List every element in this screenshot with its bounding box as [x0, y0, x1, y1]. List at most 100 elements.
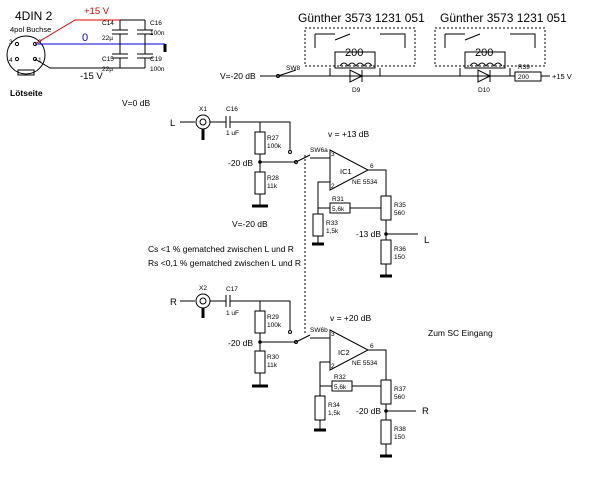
ic2-part: NE 5534	[352, 360, 378, 367]
r38-value: 150	[394, 434, 405, 441]
note-cs-match: Cs <1 % gematched zwischen L und R	[148, 244, 294, 254]
left-gain-label: v = +13 dB	[328, 129, 369, 139]
relay2-contacts	[444, 33, 536, 48]
r29-label: R29	[267, 314, 279, 321]
cap-c16	[137, 20, 153, 44]
r37-value: 560	[394, 394, 405, 401]
resistor-r34	[314, 395, 326, 421]
r28-label: R28	[267, 175, 279, 182]
c15-label: C15	[102, 56, 114, 63]
relay2-coil-value: 200	[475, 47, 493, 59]
left-channel: L X1 C16 1 uF R27 100k -20 dB R28 11k SW…	[170, 106, 429, 278]
cap-c14	[112, 20, 128, 44]
relay1-coil	[339, 62, 373, 67]
din-connector-body	[6, 35, 46, 75]
x2-label: X2	[199, 285, 207, 292]
supply-zero-label: 0	[82, 32, 88, 44]
din-pin-4-label: 4	[9, 57, 13, 64]
r32-value: 5,6k	[334, 384, 347, 391]
switch-sw6b	[260, 300, 330, 343]
c17-label: C17	[226, 286, 238, 293]
left-input-jack	[195, 114, 211, 130]
resistor-r36	[380, 239, 392, 265]
r28-value: 11k	[267, 183, 278, 190]
ic2-output-wire	[368, 349, 387, 380]
din-pin-2-label: 2	[38, 39, 42, 46]
din-pin-4	[14, 56, 20, 62]
relay1-box	[304, 27, 416, 67]
left-input-label: L	[170, 118, 175, 129]
r30-value: 11k	[267, 362, 278, 369]
cap-c16-left	[210, 116, 260, 128]
sw6a-contact	[288, 150, 292, 154]
ic1-feedback-wire	[317, 181, 386, 209]
right-output-label: R	[422, 406, 429, 417]
d10-label: D10	[478, 87, 490, 94]
sw6b-pivot	[294, 340, 298, 344]
sw6b-label: SW6b	[310, 327, 328, 334]
note-v0: V=0 dB	[122, 98, 150, 108]
relay1-coil-value: 200	[345, 47, 363, 59]
relay2-title: Günther 3573 1231 051	[440, 11, 567, 25]
r32-label: R32	[334, 374, 346, 381]
relay-supply-label: +15 V	[552, 72, 572, 81]
resistor-r33	[312, 213, 324, 237]
opamp-ic2	[329, 329, 370, 371]
sw8-pivot	[276, 74, 280, 78]
c17-value: 1 uF	[226, 310, 239, 317]
ic1-pin3: 3	[331, 151, 335, 158]
cap-c15	[112, 44, 128, 68]
resistor-r32	[331, 380, 353, 392]
c16-label: C16	[150, 20, 162, 27]
c15-value: 22µ	[102, 66, 113, 73]
din-pin-1	[32, 56, 38, 62]
r34-label: R34	[328, 402, 340, 409]
sw6b-contact	[288, 330, 292, 334]
resistor-r31	[329, 202, 351, 214]
switch-sw8	[260, 69, 300, 77]
ic1-output-wire	[368, 169, 387, 196]
r33-label: R33	[326, 220, 338, 227]
left-output-label: L	[424, 235, 429, 246]
c14-value: 22µ	[102, 35, 113, 42]
relay2-coil	[469, 62, 503, 67]
ic2-label: IC2	[338, 348, 350, 357]
ic2-pin2: 2	[331, 363, 335, 370]
switch-sw6a	[260, 121, 330, 163]
opamp-ic1	[329, 149, 370, 191]
din-pin-3-label: 3	[9, 39, 13, 46]
r39-label: R39	[518, 64, 530, 71]
c19-label: C19	[150, 56, 162, 63]
ic2-feedback-wire	[319, 361, 386, 387]
ic1-label: IC1	[340, 167, 352, 176]
sw6a-pivot	[294, 160, 298, 164]
supply-neg-wire	[34, 58, 120, 69]
din-pin-3	[14, 41, 20, 47]
connector-subtitle: 4pol Buchse	[10, 25, 51, 34]
x1-label: X1	[199, 106, 207, 113]
r30-label: R30	[267, 354, 279, 361]
sw8-v-label: V=-20 dB	[220, 71, 256, 81]
relay-coil-taps	[329, 68, 511, 76]
r31-value: 5,6k	[332, 206, 345, 213]
resistor-r28	[254, 171, 266, 195]
resistor-r37	[380, 379, 392, 405]
c16-value: 100n	[150, 30, 165, 37]
connector-title: 4DIN 2	[15, 9, 53, 23]
ic1-pin2: 2	[331, 183, 335, 190]
ic1-part: NE 5534	[352, 179, 378, 186]
right-out-db: -20 dB	[356, 406, 381, 416]
sw8-label: SW8	[286, 65, 300, 72]
left-jack-core	[199, 118, 207, 126]
din-connector-section: 4DIN 2 4pol Buchse 2 4 1 3 Lötseite +15 …	[6, 6, 167, 98]
r39-value: 200	[518, 74, 529, 81]
c19-value: 100n	[150, 66, 165, 73]
resistor-r30	[254, 350, 266, 374]
cap-c19	[137, 44, 153, 68]
resistor-r35	[380, 195, 392, 221]
note-sc-input: Zum SC Eingang	[428, 328, 493, 338]
relay2-box	[434, 27, 546, 67]
r31-label: R31	[332, 196, 344, 203]
r37-label: R37	[394, 386, 406, 393]
left-m20-label: -20 dB	[228, 158, 253, 168]
